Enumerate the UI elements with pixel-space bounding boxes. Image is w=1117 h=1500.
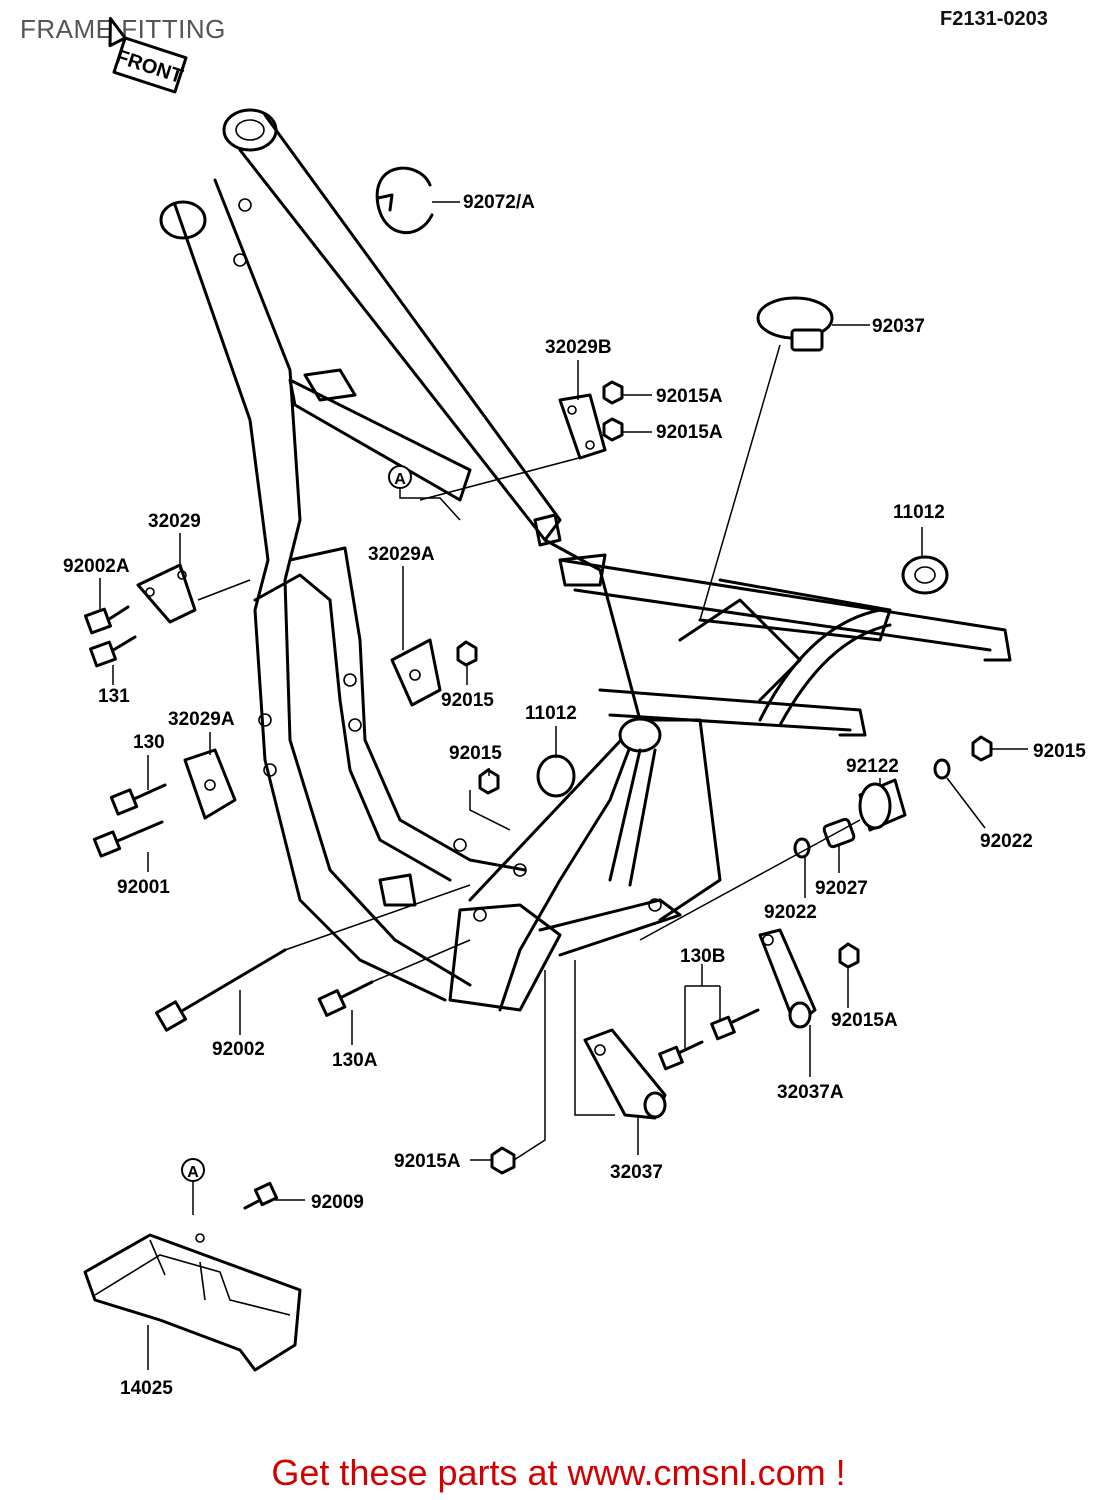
part-label: 92015A — [656, 386, 723, 407]
nut-92015-icon — [478, 768, 500, 795]
part-label: 130 — [133, 732, 165, 753]
part-label: 32029B — [545, 337, 612, 358]
grommet-11012-icon — [901, 555, 949, 595]
part-label: 92022 — [764, 902, 817, 923]
part-label: 92002 — [212, 1039, 265, 1060]
nut-92015a-icon — [838, 942, 860, 969]
bolt-130-icon — [109, 783, 167, 816]
reference-mark-a-upper: A — [388, 465, 461, 521]
part-label: 92001 — [117, 877, 170, 898]
part-label: 92122 — [846, 756, 899, 777]
part-label: 92015 — [441, 690, 494, 711]
bracket-32029b-icon — [558, 393, 607, 460]
part-label: 92009 — [311, 1192, 364, 1213]
bushing-92122-icon — [858, 778, 907, 832]
part-label: 11012 — [893, 502, 945, 523]
screw-92009-icon — [243, 1181, 279, 1210]
part-label: 14025 — [120, 1378, 173, 1399]
part-label: 32029A — [368, 544, 435, 565]
svg-text:A: A — [394, 471, 406, 488]
part-label: 32037 — [610, 1162, 663, 1183]
part-label: 92027 — [815, 878, 868, 899]
part-label: 11012 — [525, 703, 577, 724]
nut-92015a-icon — [490, 1146, 516, 1175]
part-label: 92015 — [1033, 741, 1086, 762]
nut-92015a-icon — [602, 380, 624, 405]
motorcycle-frame — [159, 108, 1012, 1012]
bolt-92001-icon — [92, 820, 164, 858]
long-bolt-92002-icon — [154, 948, 287, 1032]
bolt-92002a-icon — [84, 605, 130, 635]
part-labels: 92072/A 92037 32029B 92015A 92015A 11012… — [63, 192, 1086, 1399]
part-label: 32037A — [777, 1082, 844, 1103]
clamp-92072a-icon — [375, 166, 434, 234]
part-label: 92037 — [872, 316, 925, 337]
leader-lines — [99, 201, 1028, 1370]
skid-plate-14025-icon — [83, 1233, 302, 1372]
link-32037a-icon — [758, 928, 817, 1029]
part-label: 92015 — [449, 743, 502, 764]
collar-92027-icon — [822, 817, 856, 849]
part-label: 92022 — [980, 831, 1033, 852]
part-label: 131 — [98, 686, 130, 707]
bolt-130b-icon — [658, 1008, 760, 1071]
hose-clamp-92037-icon — [756, 296, 834, 352]
part-label: 92015A — [831, 1010, 898, 1031]
diagram-reference-code: F2131-0203 — [940, 8, 1048, 30]
part-label: 92015A — [656, 422, 723, 443]
svg-text:A: A — [187, 1164, 199, 1181]
part-label: 32029 — [148, 511, 201, 532]
part-label: 92072/A — [463, 192, 535, 213]
bracket-32029-icon — [136, 563, 197, 624]
grommet-11012-icon — [536, 754, 576, 798]
bracket-32029a-icon — [390, 638, 442, 707]
footer-link-text[interactable]: Get these parts at www.cmsnl.com ! — [271, 1452, 846, 1493]
reference-mark-a-lower: A — [181, 1158, 205, 1215]
bolt-130a-icon — [317, 980, 374, 1017]
part-label: 92002A — [63, 556, 130, 577]
washer-92022-icon — [933, 758, 951, 780]
part-label: 92015A — [394, 1151, 461, 1172]
front-arrow-icon: FRONT — [108, 16, 188, 94]
part-label: 32029A — [168, 709, 235, 730]
nut-92015-icon — [971, 735, 993, 762]
bracket-32029a-icon — [183, 748, 237, 820]
bolt-131-icon — [89, 635, 137, 668]
nut-92015-icon — [456, 640, 478, 667]
bracket-32037-icon — [583, 1028, 667, 1120]
part-label: 130B — [680, 946, 725, 967]
nut-92015a-icon — [602, 417, 624, 442]
part-label: 130A — [332, 1050, 378, 1071]
